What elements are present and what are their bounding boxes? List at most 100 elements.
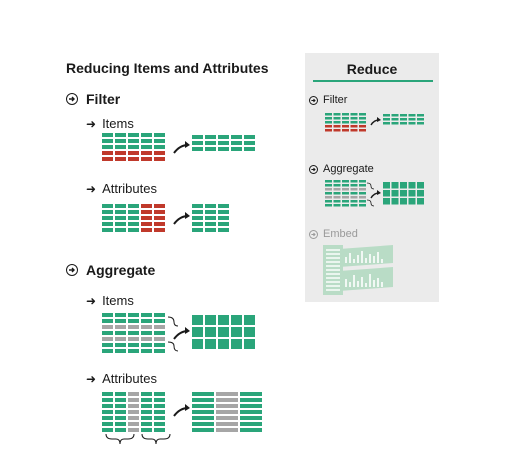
table-cell (359, 200, 366, 203)
table-cell (141, 319, 152, 323)
table-cell (359, 129, 366, 132)
table-cell (218, 135, 229, 139)
table-cell (128, 410, 139, 414)
table-cell (141, 349, 152, 353)
table-cell (115, 228, 126, 232)
table-cell (128, 133, 139, 137)
filter-items-diagram (102, 133, 255, 161)
table-cell (115, 404, 126, 408)
table-cell (325, 196, 332, 199)
table-cell (342, 200, 349, 203)
table-cell (115, 216, 126, 220)
table-cell (216, 416, 238, 420)
table-cell (128, 428, 139, 432)
table-cell (154, 392, 165, 396)
table-cell (240, 428, 262, 432)
table-cell (141, 133, 152, 137)
table-cell (102, 428, 113, 432)
table-cell (408, 198, 416, 205)
table-cell (128, 204, 139, 208)
table-cell (391, 198, 399, 205)
table-cell (192, 392, 214, 396)
source-table (102, 204, 165, 232)
table-cell (154, 416, 165, 420)
table-cell (333, 125, 341, 128)
table-cell (342, 184, 349, 187)
table-cell (115, 398, 126, 402)
table-cell (141, 410, 152, 414)
table-cell (333, 113, 341, 116)
table-cell (102, 416, 113, 420)
circle-arrow-icon (309, 164, 318, 174)
table-cell (244, 135, 255, 139)
table-cell (240, 416, 262, 420)
table-cell (154, 410, 165, 414)
table-cell (115, 319, 126, 323)
table-cell (325, 184, 332, 187)
table-cell (205, 228, 216, 232)
table-cell (244, 141, 255, 145)
table-cell (218, 147, 229, 151)
table-cell (359, 125, 366, 128)
table-cell (205, 222, 216, 226)
table-cell (102, 337, 113, 341)
table-cell (216, 410, 238, 414)
table-cell (128, 151, 139, 155)
table-cell (205, 315, 216, 325)
arrow-right-icon: ➜ (86, 116, 97, 131)
table-cell (115, 392, 126, 396)
table-cell (141, 222, 152, 226)
result-table (192, 204, 229, 232)
table-cell (154, 404, 165, 408)
table-cell (141, 151, 152, 155)
circle-arrow-icon (309, 229, 318, 239)
table-cell (350, 188, 358, 191)
filter-heading: Filter (66, 91, 120, 107)
table-cell (408, 118, 416, 121)
table-cell (102, 210, 113, 214)
aggregate-items-heading: ➜ Items (86, 293, 134, 308)
panel-item-label: Filter (323, 94, 348, 106)
panel-item-aggregate: Aggregate (309, 163, 374, 175)
table-cell (383, 114, 390, 117)
table-cell (141, 139, 152, 143)
table-cell (205, 216, 216, 220)
table-cell (231, 135, 242, 139)
table-cell (216, 404, 238, 408)
source-table (102, 313, 165, 353)
table-cell (325, 113, 332, 116)
table-cell (115, 204, 126, 208)
table-cell (141, 313, 152, 317)
table-cell (115, 410, 126, 414)
table-cell (350, 113, 358, 116)
table-cell (115, 349, 126, 353)
table-cell (102, 204, 113, 208)
table-cell (417, 190, 424, 197)
table-cell (115, 313, 126, 317)
filter-attributes-label: Attributes (102, 181, 157, 196)
table-cell (216, 422, 238, 426)
table-cell (102, 398, 113, 402)
table-cell (244, 315, 255, 325)
table-cell (154, 422, 165, 426)
table-cell (350, 129, 358, 132)
arrow-right-icon: ➜ (86, 293, 97, 308)
table-cell (115, 151, 126, 155)
table-cell (350, 200, 358, 203)
table-cell (359, 180, 366, 183)
table-cell (218, 210, 229, 214)
source-table (102, 392, 165, 432)
result-table (192, 392, 262, 432)
table-cell (244, 147, 255, 151)
page-title: Reducing Items and Attributes (66, 60, 269, 76)
table-cell (141, 337, 152, 341)
table-cell (359, 196, 366, 199)
table-cell (350, 204, 358, 207)
table-cell (128, 416, 139, 420)
table-cell (240, 404, 262, 408)
table-cell (350, 180, 358, 183)
table-cell (218, 315, 229, 325)
table-cell (115, 210, 126, 214)
table-cell (154, 139, 165, 143)
table-cell (218, 222, 229, 226)
